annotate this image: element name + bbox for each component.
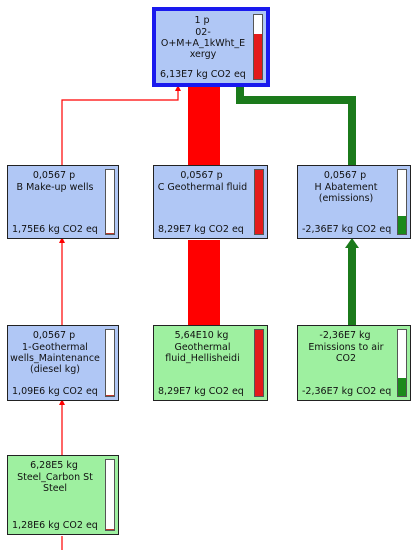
flow-arrow-head [59,399,65,405]
node-amount: 5,64E10 kg [174,330,229,341]
process-node-emissions-co2[interactable]: -2,36E7 kg Emissions to air CO2 -2,36E7 … [297,325,411,401]
process-node-abatement[interactable]: 0,0567 p H Abatement (emissions) -2,36E7… [297,165,411,239]
node-impact: 8,29E7 kg CO2 eq [158,386,244,397]
node-amount: 0,0567 p [180,170,223,181]
flow-link-fluid-to-top [188,84,220,166]
impact-gauge-fill [254,34,262,79]
node-impact: 8,29E7 kg CO2 eq [158,224,244,235]
impact-gauge-fill [106,528,114,530]
node-label: H Abatement (emissions) [314,182,378,204]
impact-gauge-fill [255,170,263,234]
flow-arrow-head [345,238,359,248]
node-label: 1-Geothermal wells_Maintenance (diesel k… [10,342,100,375]
node-amount: -2,36E7 kg [319,330,371,341]
node-impact: -2,36E7 kg CO2 eq [302,386,392,397]
node-amount: 1 p [194,15,210,26]
impact-gauge [397,329,407,397]
node-label: Steel_Carbon St Steel [17,472,93,494]
flow-link-makeup-to-top [61,88,179,165]
node-label: Emissions to air CO2 [308,342,384,364]
process-node-steel[interactable]: 6,28E5 kg Steel_Carbon St Steel 1,28E6 k… [7,455,119,535]
node-amount: 6,28E5 kg [30,460,78,471]
node-label: Geothermal fluid_Hellisheidi [165,342,240,364]
impact-gauge [253,14,263,80]
process-node-makeup-wells[interactable]: 0,0567 p B Make-up wells 1,75E6 kg CO2 e… [7,165,119,239]
impact-gauge-fill [106,394,114,396]
process-node-geothermal-fluid-hellisheidi[interactable]: 5,64E10 kg Geothermal fluid_Hellisheidi … [153,325,268,401]
process-node-top[interactable]: 1 p 02-O+M+A_1kWht_E xergy 6,13E7 kg CO2… [152,7,270,87]
node-label: C Geothermal fluid [157,182,248,193]
impact-gauge [105,329,115,397]
node-label: B Make-up wells [16,182,94,193]
process-node-geothermal-fluid[interactable]: 0,0567 p C Geothermal fluid 8,29E7 kg CO… [153,165,268,239]
impact-gauge [105,169,115,235]
node-label: 02-O+M+A_1kWht_E xergy [160,27,246,60]
impact-gauge [397,169,407,235]
impact-gauge [105,459,115,531]
impact-gauge-fill [255,330,263,396]
process-node-wells-maintenance[interactable]: 0,0567 p 1-Geothermal wells_Maintenance … [7,325,119,401]
impact-gauge [254,169,264,235]
flow-arrow-head [59,237,65,243]
node-impact: -2,36E7 kg CO2 eq [302,224,392,235]
impact-gauge-fill [398,377,406,396]
node-amount: 0,0567 p [32,330,76,341]
node-impact: 6,13E7 kg CO2 eq [160,69,246,80]
impact-gauge-fill [398,216,406,234]
impact-gauge [254,329,264,397]
flow-arrow-head [175,85,181,91]
flow-link-hellis-to-fluid [188,240,220,326]
node-impact: 1,09E6 kg CO2 eq [12,386,98,397]
node-amount: 0,0567 p [32,170,76,181]
impact-gauge-fill [106,232,114,234]
node-impact: 1,28E6 kg CO2 eq [12,520,98,531]
node-impact: 1,75E6 kg CO2 eq [12,224,98,235]
node-amount: 0,0567 p [323,170,367,181]
flow-link-abatement-to-top [236,84,356,166]
